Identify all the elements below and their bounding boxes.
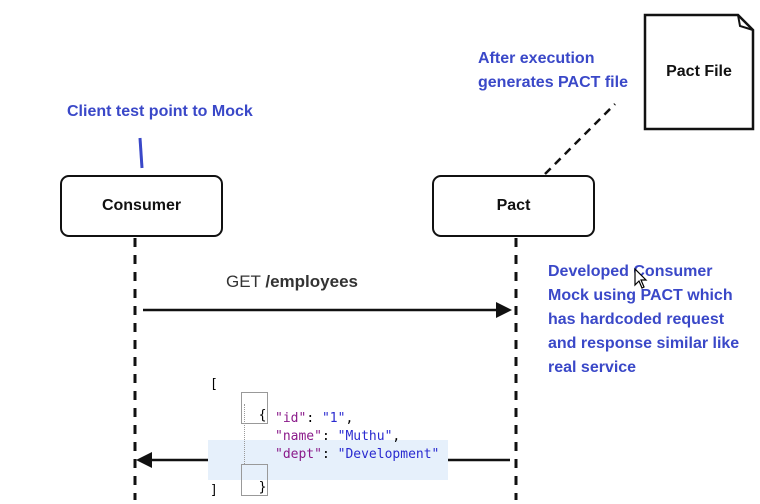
request-label: GET /employees	[226, 272, 358, 292]
pact-box: Pact	[432, 175, 595, 237]
json-value: "1"	[321, 411, 346, 426]
after-execution-note-line2: generates PACT file	[478, 74, 628, 91]
json-field-row: "id": "1",	[275, 410, 353, 428]
developed-note: Developed Consumer Mock using PACT which…	[548, 260, 739, 380]
json-value: "Development"	[337, 447, 440, 462]
json-key: "name"	[275, 429, 322, 444]
json-bg	[208, 392, 448, 440]
request-path: /employees	[265, 272, 358, 291]
developed-note-line: and response similar like	[548, 335, 740, 352]
json-value: "Muthu"	[337, 429, 393, 444]
json-end: ,	[345, 411, 354, 426]
consumer-box: Consumer	[60, 175, 223, 237]
json-key: "dept"	[275, 447, 322, 462]
pact-file-label: Pact File	[666, 63, 732, 80]
consumer-label: Consumer	[101, 197, 182, 214]
json-sep: :	[306, 411, 322, 426]
json-close-bracket: ]	[210, 483, 218, 498]
json-key: "id"	[275, 411, 307, 426]
request-arrowhead	[496, 302, 512, 318]
developed-note-line: real service	[548, 359, 637, 376]
json-guide-line	[244, 404, 245, 464]
client-note-pointer	[138, 137, 144, 169]
pact-file-shape	[643, 13, 755, 131]
mouse-cursor-icon	[634, 268, 648, 289]
developed-note-line: has hardcoded request	[548, 311, 725, 328]
developed-note-line: Developed Consumer	[548, 263, 713, 280]
json-close-brace: }	[241, 464, 269, 496]
close-brace-text: }	[258, 480, 267, 495]
response-arrowhead	[136, 452, 152, 468]
client-note: Client test point to Mock	[67, 103, 253, 120]
request-method: GET	[226, 272, 261, 291]
json-open-bracket: [	[210, 377, 218, 392]
json-end: ,	[392, 429, 401, 444]
pact-file-fold	[737, 14, 754, 31]
json-sep: :	[321, 447, 338, 462]
developed-note-line: Mock using PACT which	[548, 287, 733, 304]
json-highlight	[208, 440, 448, 480]
after-execution-note-line1: After execution	[478, 50, 595, 67]
open-brace-text: {	[258, 408, 267, 423]
pact-file-connector	[544, 103, 616, 175]
json-open-brace: {	[241, 392, 269, 424]
json-field-row: "dept": "Development"	[275, 446, 439, 464]
pact-label: Pact	[496, 197, 531, 214]
json-sep: :	[321, 429, 338, 444]
json-field-row: "name": "Muthu",	[275, 428, 400, 446]
